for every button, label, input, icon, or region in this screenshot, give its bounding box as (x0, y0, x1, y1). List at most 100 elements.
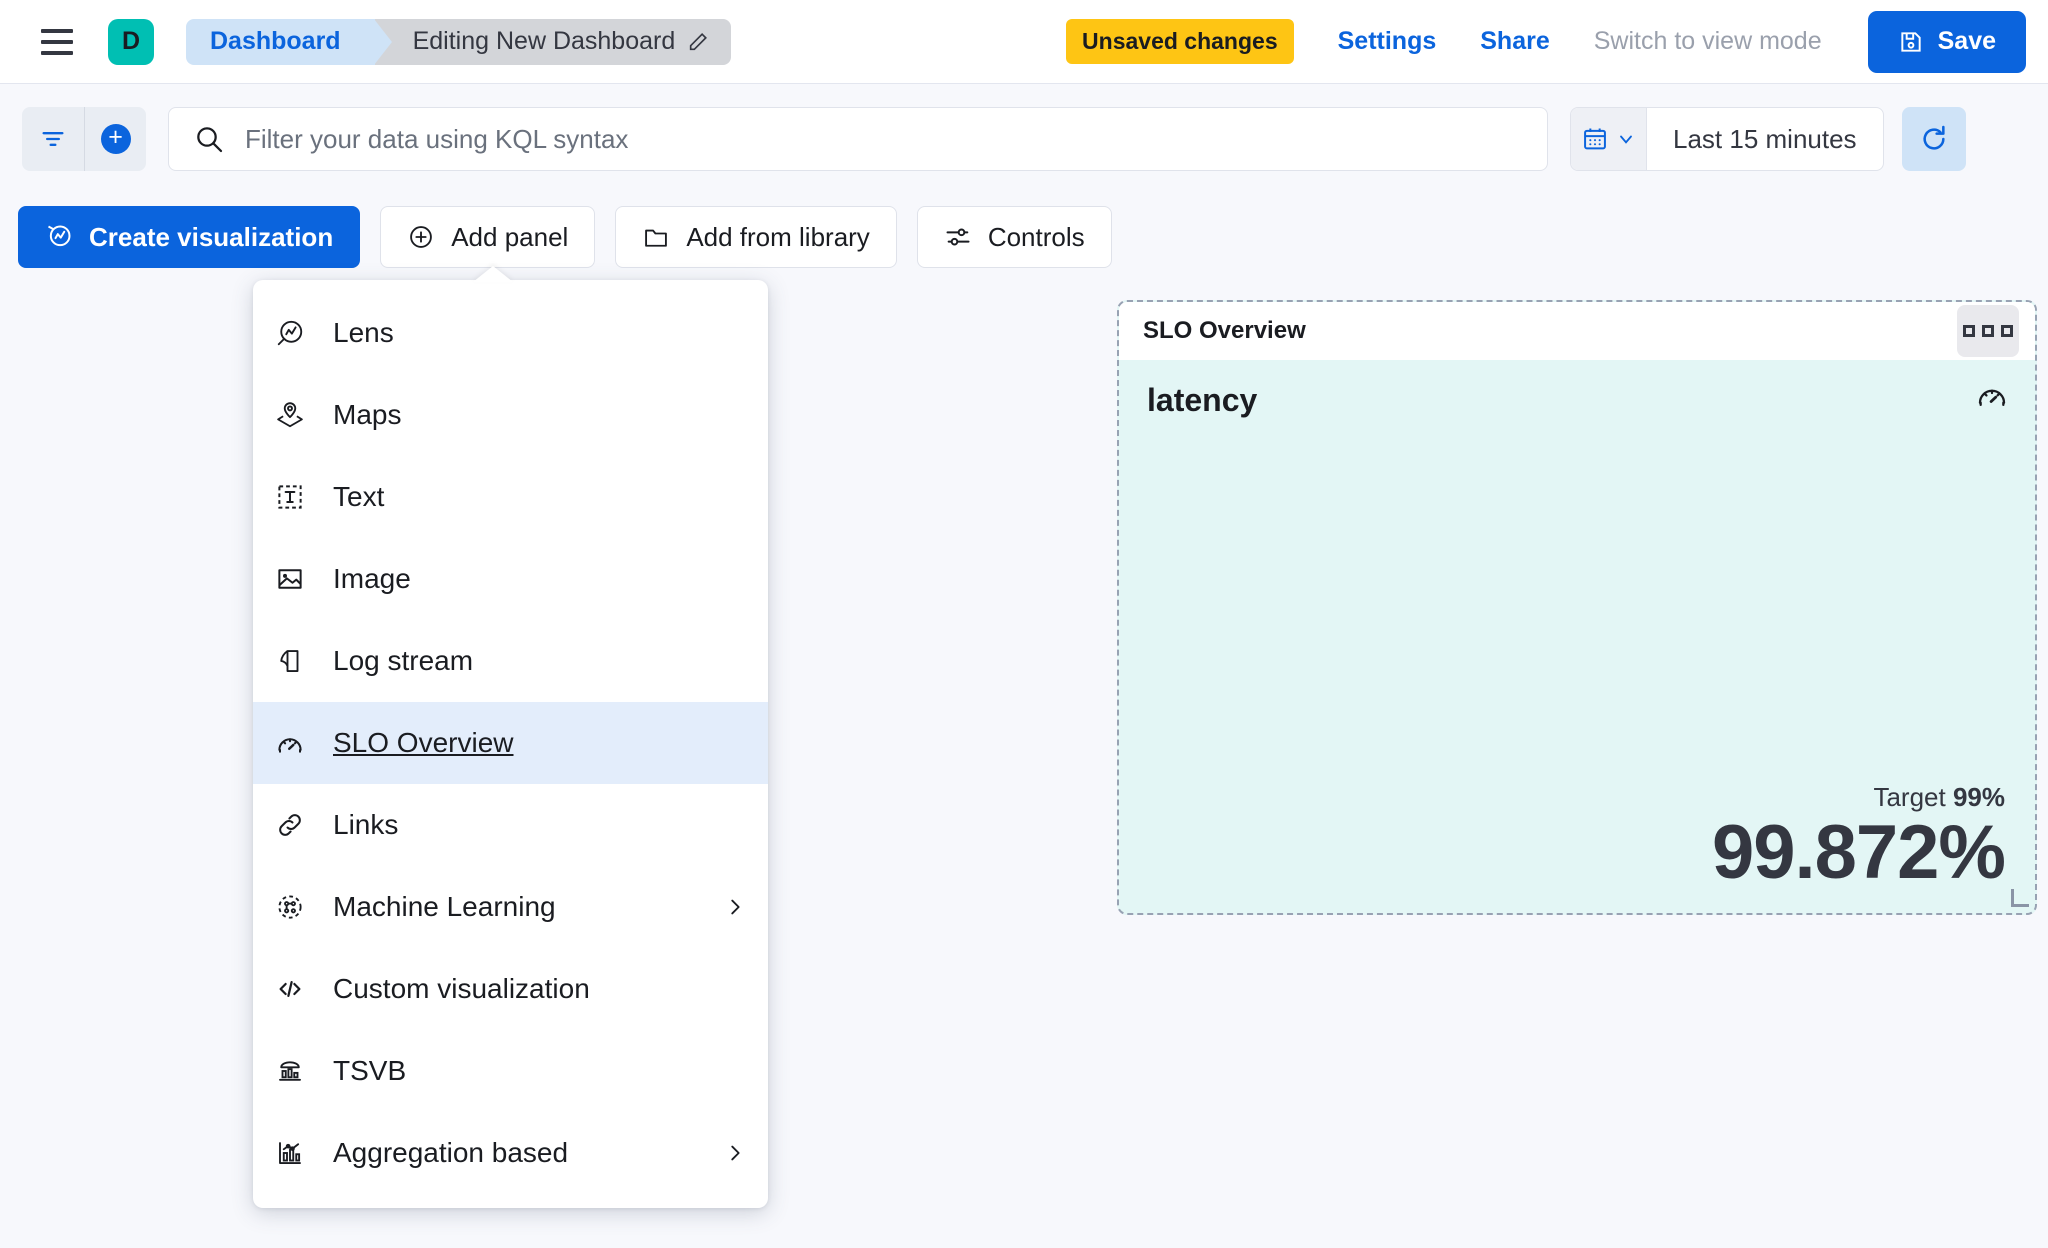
breadcrumb: Dashboard Editing New Dashboard (186, 18, 732, 65)
breadcrumb-dashboard-label: Dashboard (210, 27, 341, 55)
add-from-library-label: Add from library (686, 221, 870, 252)
filter-options-button[interactable] (22, 107, 84, 171)
menu-item-label: Custom visualization (333, 973, 590, 1004)
create-visualization-button[interactable]: Create visualization (18, 206, 361, 268)
breadcrumb-dashboard[interactable]: Dashboard (186, 18, 392, 65)
settings-link[interactable]: Settings (1337, 27, 1437, 55)
menu-item-machine-learning[interactable]: Machine Learning (253, 866, 768, 948)
refresh-icon (1922, 125, 1945, 150)
search-placeholder: Filter your data using KQL syntax (245, 123, 629, 154)
slo-metrics: Target 99% 99.872% (1711, 782, 2006, 895)
map-marker-layers-icon (277, 402, 303, 428)
search-input[interactable]: Filter your data using KQL syntax (168, 107, 1548, 171)
add-filter-button[interactable]: + (84, 107, 146, 171)
image-icon (278, 569, 302, 589)
menu-item-label: TSVB (333, 1055, 407, 1086)
save-disk-icon (1900, 31, 1921, 52)
refresh-button[interactable] (1901, 107, 1966, 171)
panel-resize-handle[interactable] (2011, 889, 2029, 907)
create-visualization-label: Create visualization (89, 221, 334, 252)
filter-button-group: + (22, 107, 146, 171)
menu-item-label: Lens (333, 317, 394, 348)
menu-item-label: SLO Overview (333, 727, 514, 758)
breadcrumb-current-label: Editing New Dashboard (412, 27, 676, 55)
three-squares-icon (1982, 325, 1994, 337)
aggregation-chart-icon (279, 1142, 301, 1164)
lens-icon (277, 320, 303, 346)
chevron-right-icon (731, 1145, 740, 1161)
menu-item-links[interactable]: Links (253, 784, 768, 866)
menu-item-tsvb[interactable]: TSVB (253, 1030, 768, 1112)
unsaved-changes-badge[interactable]: Unsaved changes (1066, 19, 1294, 64)
pencil-icon[interactable] (687, 31, 709, 53)
filter-icon (42, 132, 64, 146)
hamburger-menu-icon[interactable] (34, 19, 80, 65)
avatar[interactable]: D (108, 18, 154, 65)
dashboard-toolbar: Create visualization Add panel Add from … (0, 194, 2048, 280)
add-from-library-button[interactable]: Add from library (615, 206, 897, 268)
panel-body: latency Target 99% 99.872% (1119, 360, 2035, 913)
add-panel-menu-list: Lens Maps Text Im (253, 280, 768, 1208)
menu-item-label: Aggregation based (333, 1137, 569, 1168)
panel-title: SLO Overview (1143, 317, 1306, 344)
gauge-icon (1978, 389, 2006, 407)
three-squares-icon (2001, 325, 2013, 337)
machine-learning-icon (278, 895, 302, 919)
controls-icon (946, 228, 970, 246)
calendar-icon (1584, 128, 1606, 150)
date-picker: Last 15 minutes (1570, 107, 1884, 171)
add-panel-label: Add panel (451, 221, 569, 252)
slo-current-value: 99.872% (1711, 810, 2006, 895)
plus-circle-icon: + (100, 124, 131, 154)
breadcrumb-current[interactable]: Editing New Dashboard (374, 18, 732, 65)
folder-icon (645, 229, 668, 247)
controls-button[interactable]: Controls (916, 206, 1112, 268)
date-quick-select-button[interactable] (1571, 108, 1647, 170)
menu-item-label: Image (333, 563, 411, 594)
save-button[interactable]: Save (1867, 10, 2026, 73)
link-icon (279, 814, 301, 836)
chevron-down-icon (1620, 135, 1632, 144)
switch-to-view-mode-link[interactable]: Switch to view mode (1593, 27, 1822, 55)
menu-item-log-stream[interactable]: Log stream (253, 620, 768, 702)
slo-target-value: 99% (1952, 782, 2005, 812)
menu-item-slo-overview[interactable]: SLO Overview (253, 702, 768, 784)
panel-header: SLO Overview (1119, 302, 2035, 360)
menu-item-custom-visualization[interactable]: Custom visualization (253, 948, 768, 1030)
menu-arrow (473, 266, 513, 282)
panel-context-menu-button[interactable] (1957, 305, 2019, 357)
menu-item-label: Text (333, 481, 385, 512)
avatar-letter: D (121, 27, 141, 55)
chevron-right-icon (731, 899, 740, 915)
add-panel-button[interactable]: Add panel (380, 206, 596, 268)
menu-item-image[interactable]: Image (253, 538, 768, 620)
app-header: D Dashboard Editing New Dashboard Unsave… (0, 0, 2048, 84)
lens-icon (48, 225, 71, 247)
query-bar: + Filter your data using KQL syntax Last… (0, 84, 2048, 194)
menu-item-maps[interactable]: Maps (253, 374, 768, 456)
three-squares-icon (1963, 325, 1975, 337)
gauge-icon (278, 738, 302, 753)
menu-item-lens[interactable]: Lens (253, 292, 768, 374)
menu-item-label: Links (333, 809, 399, 840)
share-link[interactable]: Share (1480, 27, 1550, 55)
add-panel-menu: Lens Maps Text Im (253, 266, 768, 1208)
slo-overview-panel[interactable]: SLO Overview latency Target 99% (1117, 300, 2037, 915)
menu-item-aggregation-based[interactable]: Aggregation based (253, 1112, 768, 1194)
time-range-display[interactable]: Last 15 minutes (1673, 123, 1857, 154)
code-icon (279, 981, 301, 997)
log-stream-icon (280, 650, 299, 672)
slo-name: latency (1147, 382, 1258, 418)
header-actions: Unsaved changes Settings Share Switch to… (1066, 10, 2026, 73)
search-icon (197, 127, 223, 153)
menu-item-text[interactable]: Text (253, 456, 768, 538)
text-box-icon (278, 485, 302, 509)
plus-circle-outline-icon (410, 226, 433, 248)
slo-target-label: Target (1873, 782, 1946, 812)
slo-target: Target 99% (1712, 782, 2005, 813)
controls-label: Controls (987, 221, 1085, 252)
menu-item-label: Machine Learning (333, 891, 556, 922)
tsvb-chart-icon (279, 1061, 301, 1081)
menu-item-label: Log stream (333, 645, 474, 676)
menu-item-label: Maps (333, 399, 402, 430)
